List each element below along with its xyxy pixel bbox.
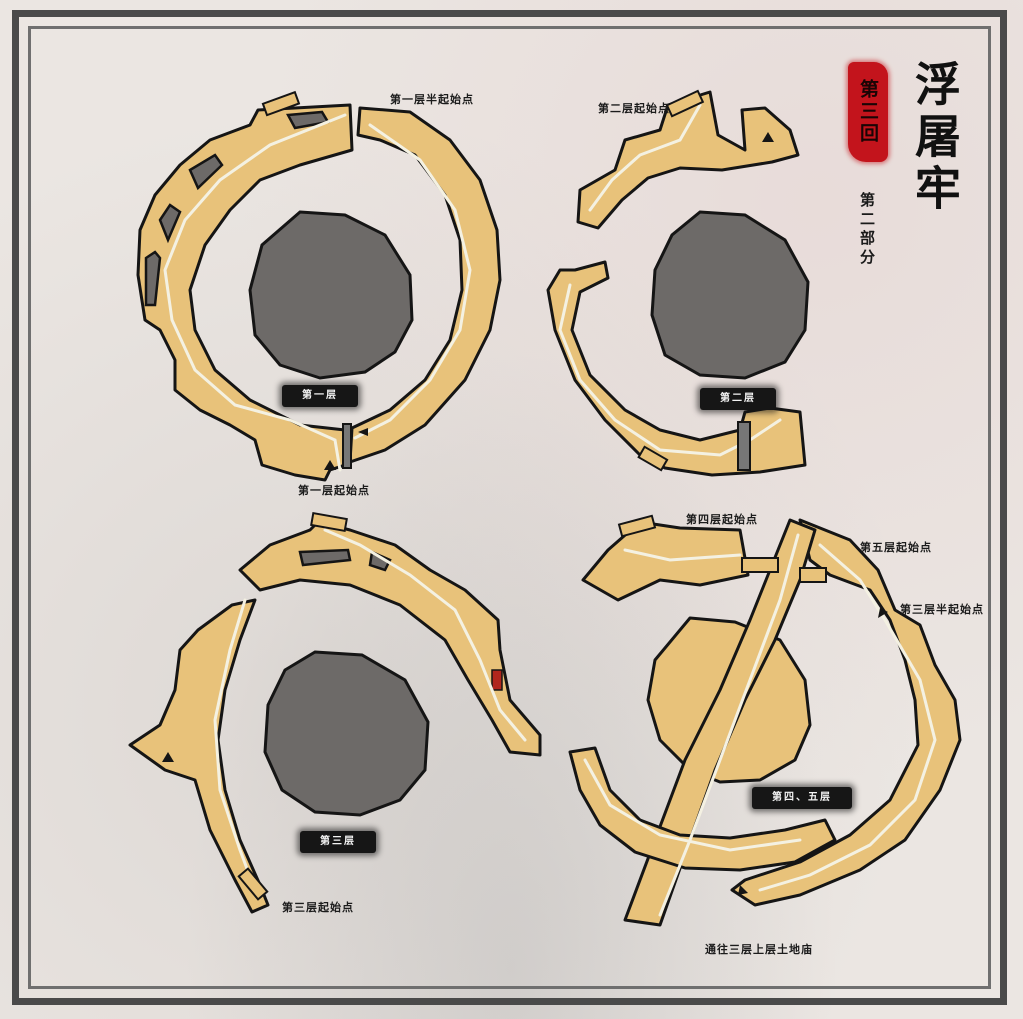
floor-5-corridor-east	[730, 518, 962, 907]
floor-1-badge: 第一层	[282, 385, 358, 407]
floor-1-walk-path-east	[353, 123, 472, 440]
label-floor-3-half-start: 第三层半起始点	[900, 603, 984, 616]
floor-1-map	[136, 90, 502, 482]
floor-4-5-walk-path	[583, 533, 937, 917]
floor-4-corridor	[581, 520, 750, 602]
floor-4-5-map	[568, 514, 962, 927]
chapter-seal: 第三回	[848, 62, 888, 162]
floor-2-map	[546, 89, 810, 477]
map-title: 浮屠牢	[908, 60, 962, 216]
floor-1-start-arrow	[324, 460, 336, 470]
label-floor-1-half-start: 第一层半起始点	[390, 93, 474, 106]
floor-1-cell	[144, 250, 162, 307]
floor-4-5-bridge	[741, 557, 779, 573]
floor-3-arrow	[162, 752, 174, 762]
floor-1-walk-path	[163, 113, 347, 472]
floor-3-half-arrow	[878, 608, 888, 618]
label-floor-5-start: 第五层起始点	[860, 541, 932, 554]
floor-1-stairs	[261, 90, 301, 117]
label-floor-3-start: 第三层起始点	[282, 901, 354, 914]
floor-3-corridor-north	[238, 520, 542, 757]
floor-2-stairs	[665, 89, 705, 118]
floor-3-stairs-south	[237, 867, 269, 901]
floor-3-badge: 第三层	[300, 831, 376, 853]
floor-1-central-pit	[248, 210, 414, 380]
floor-2-badge: 第二层	[700, 388, 776, 410]
label-floor-2-start: 第二层起始点	[598, 102, 670, 115]
floor-3-cell	[368, 550, 392, 572]
floor-2-stairs-south	[637, 445, 669, 472]
floor-2-corridor-north	[576, 90, 800, 230]
label-to-floor-3-upper-shrine: 通往三层上层土地庙	[705, 943, 813, 956]
floor-1-half-arrow	[358, 428, 368, 436]
floor-4-5-badge: 第四、五层	[752, 787, 852, 809]
floor-3-stairs	[310, 511, 348, 533]
floor-1-corridor-west	[136, 103, 354, 482]
label-floor-1-start: 第一层起始点	[298, 484, 370, 497]
floor-3-central-pit	[263, 650, 430, 817]
floor-3-walk-path	[213, 528, 527, 900]
floor-2-arrow	[762, 132, 774, 142]
floor-3-red-marker	[491, 669, 503, 691]
floor-3-cell	[298, 548, 352, 567]
floor-1-cell	[188, 153, 224, 191]
map-subtitle: 第二部分	[858, 192, 876, 268]
inner-frame	[28, 26, 991, 989]
shrine-arrow	[738, 885, 748, 895]
label-floor-4-start: 第四层起始点	[686, 513, 758, 526]
outer-frame	[12, 10, 1007, 1005]
floor-1-cell	[158, 203, 182, 244]
floor-4-stairs	[617, 514, 657, 538]
floor-2-corridor-south	[546, 260, 807, 477]
floor-2-gate	[737, 421, 751, 471]
floor-1-gate	[342, 423, 352, 469]
floor-5-bridge	[799, 567, 827, 583]
floor-3-map	[128, 511, 542, 914]
floor-5-spine	[623, 518, 817, 927]
floor-5-corridor-south	[568, 746, 837, 872]
floor-2-central-pit	[650, 210, 810, 380]
